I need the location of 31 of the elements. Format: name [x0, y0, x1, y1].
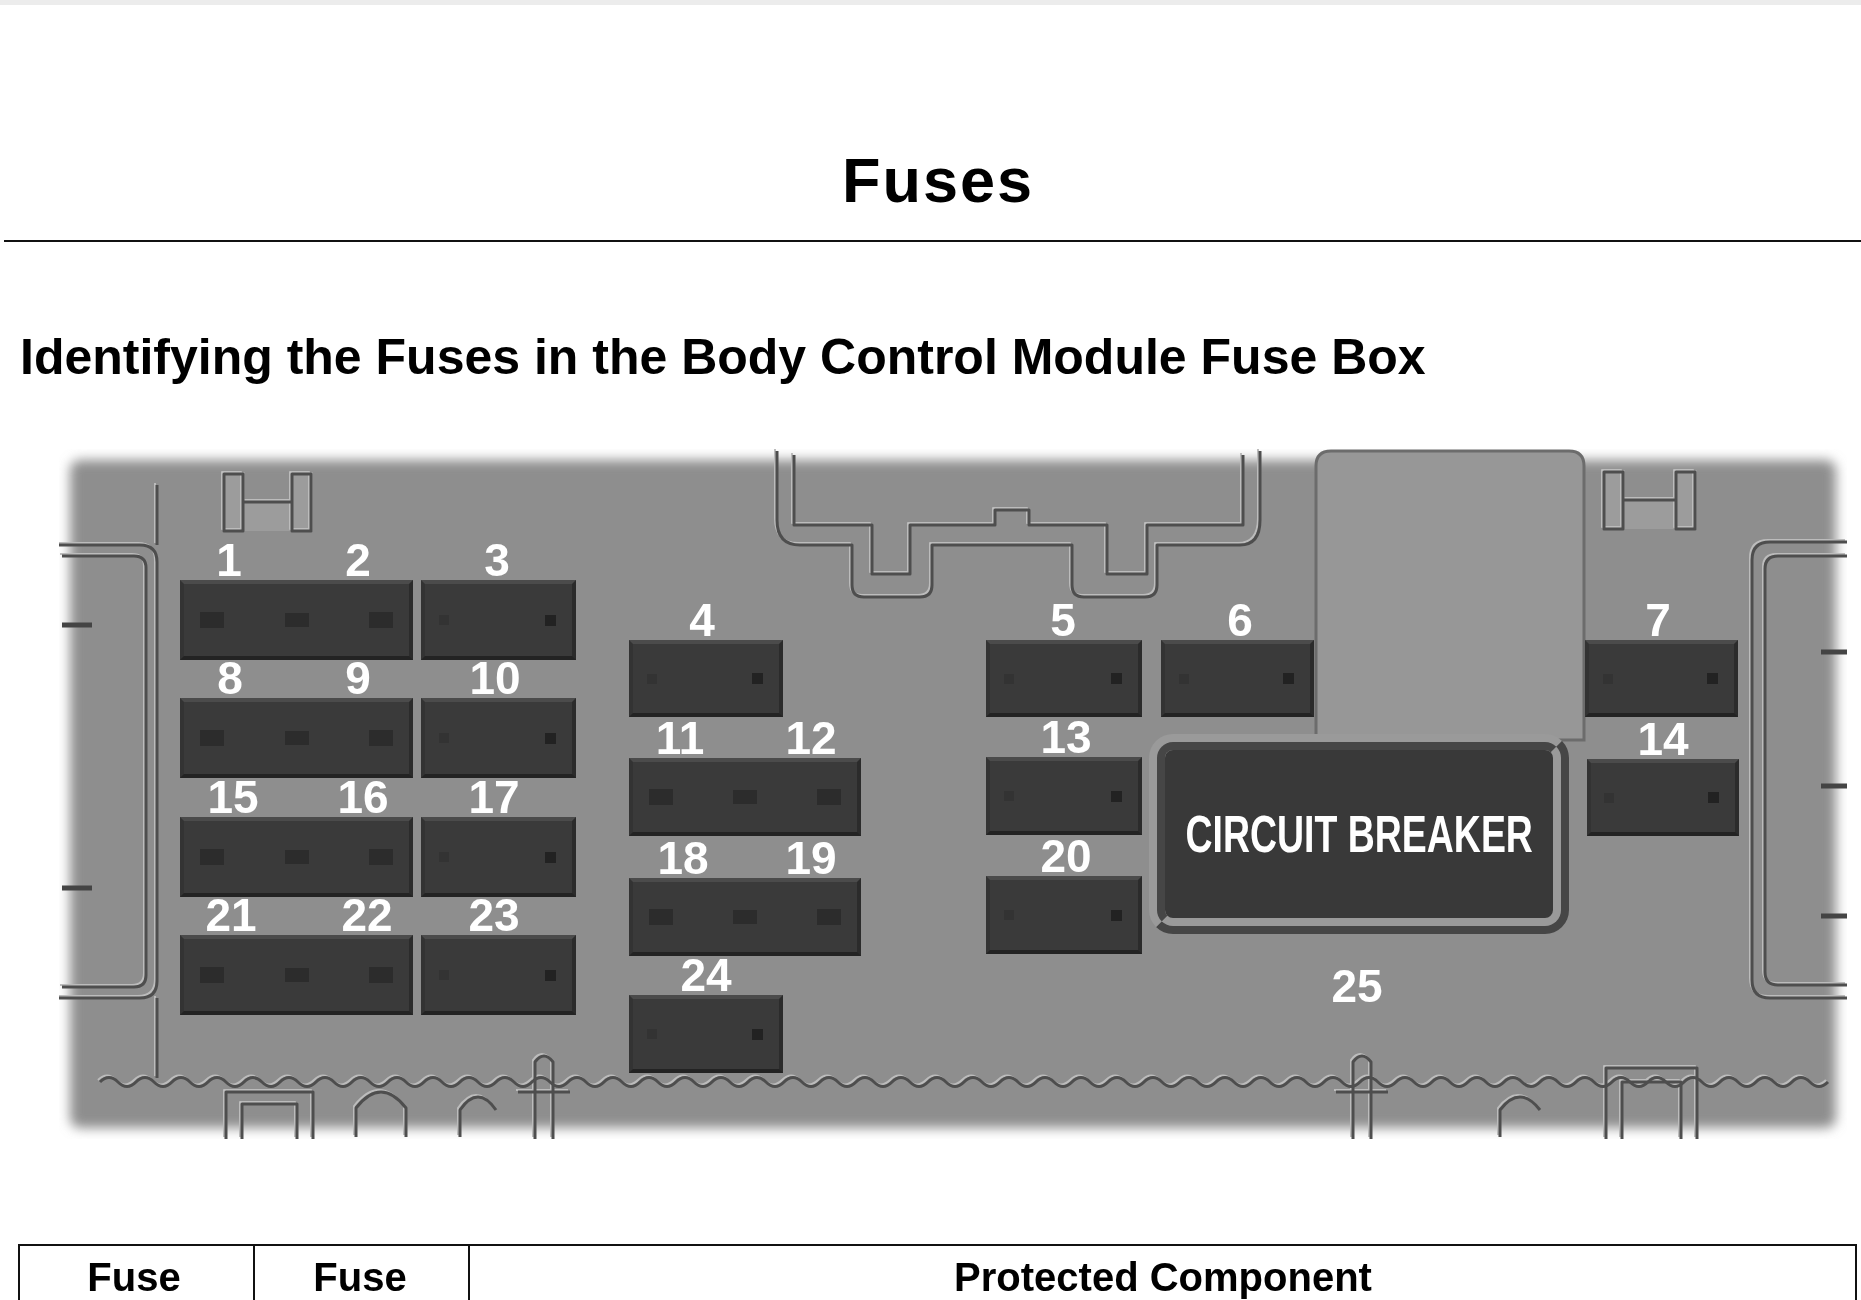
fuse-number: 15 — [207, 780, 259, 816]
column-header: Protected Component — [954, 1256, 1372, 1298]
column-header: Fuse — [313, 1256, 407, 1298]
fuse-number: 13 — [1040, 720, 1092, 756]
fuse-number: 12 — [785, 721, 837, 757]
section-heading: Identifying the Fuses in the Body Control Module Fuse Box — [20, 332, 1426, 382]
fuse-number: 4 — [689, 603, 715, 639]
fuse-number: 18 — [657, 841, 709, 877]
fuse-number: 23 — [468, 898, 520, 934]
fuse-number: 11 — [655, 721, 705, 757]
fuse-number: 21 — [205, 898, 257, 934]
fuse-number: 14 — [1637, 722, 1689, 758]
fuse-number: 22 — [341, 898, 393, 934]
fuse-number: 7 — [1645, 603, 1671, 639]
fuse-number: 25 — [1331, 969, 1383, 1005]
fuse-number: 24 — [680, 958, 732, 994]
fuse-number: 1 — [216, 543, 242, 579]
fuse-number: 17 — [468, 780, 520, 816]
page-title: Fuses — [841, 149, 1035, 212]
fuse-number: 3 — [484, 543, 510, 579]
fuse-number: 9 — [345, 661, 371, 697]
fuse-number: 16 — [337, 780, 389, 816]
component-label: CIRCUIT BREAKER — [1185, 808, 1533, 860]
fuse-number: 5 — [1050, 603, 1076, 639]
fuse-number: 20 — [1040, 839, 1092, 875]
fuse-number: 8 — [217, 661, 243, 697]
fuse-number: 19 — [785, 841, 837, 877]
fuse-number: 10 — [469, 661, 521, 697]
fuse-number: 2 — [345, 543, 371, 579]
fuse-number: 6 — [1227, 603, 1253, 639]
column-header: Fuse — [87, 1256, 181, 1298]
